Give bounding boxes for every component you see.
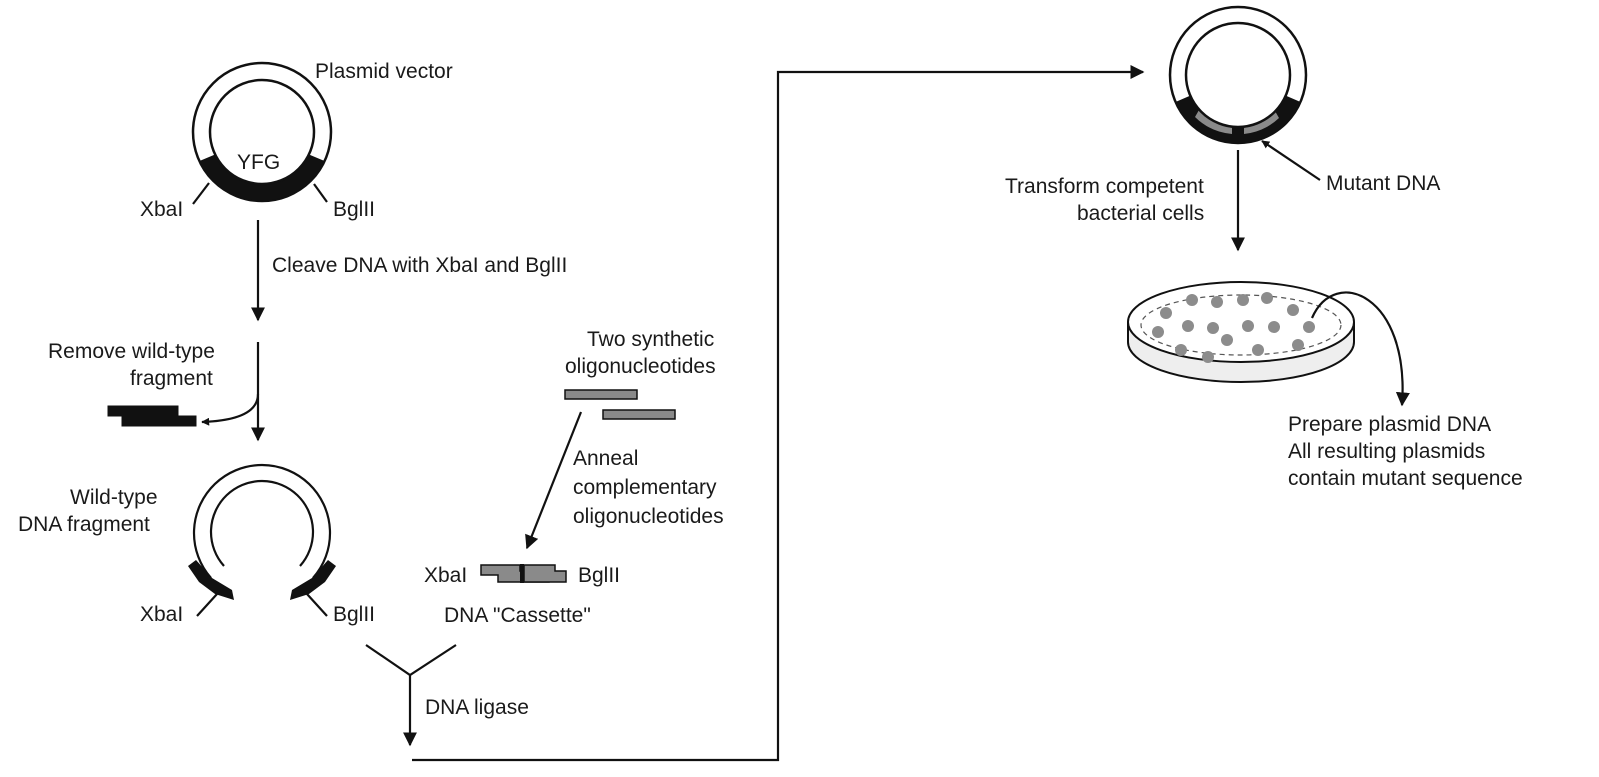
prepare-label-line1: Prepare plasmid DNA [1288,413,1491,436]
mutant-plasmid [1168,5,1308,145]
bglii3-label: BglII [578,564,620,587]
cleave-label: Cleave DNA with XbaI and BglII [272,254,567,277]
remove-curve-arrow [201,393,260,426]
plasmid-vector: YFG Plasmid vector XbaI BglII [140,60,453,221]
bglii2-leader [306,593,328,617]
plasmid-inner-ring [208,78,316,186]
mutant-inner-ring [1184,21,1292,129]
bglii-label: BglII [333,198,375,221]
mutant-dna-label: Mutant DNA [1326,172,1440,195]
prepare-label-line2: All resulting plasmids [1288,440,1485,463]
cut-plasmid-inner-arc [209,479,315,567]
colony [1182,320,1194,332]
mutant-insert [1175,93,1301,144]
colony [1237,294,1249,306]
colony [1186,294,1198,306]
yfg-insert [199,152,325,201]
oligonucleotides [564,389,676,420]
dna-cassette [480,564,567,583]
colony [1303,321,1315,333]
colony [1207,322,1219,334]
prepare-label-line3: contain mutant sequence [1288,467,1523,490]
ligation-join [365,644,457,677]
two-synthetic-label-line1: Two synthetic [587,328,714,351]
bglii2-label: BglII [333,603,375,626]
xbai2-leader [196,593,218,617]
xbai2-label: XbaI [140,603,183,626]
xbai-label: XbaI [140,198,183,221]
colony [1242,320,1254,332]
colony [1292,339,1304,351]
colony [1252,344,1264,356]
anneal-label-line3: oligonucleotides [573,505,724,528]
wildtype-label-line2: DNA fragment [18,513,150,536]
mutant-dna-pointer [1261,140,1321,181]
oligo-bottom [602,409,676,420]
transform-label-line2: bacterial cells [1077,202,1204,225]
xbai-leader [192,182,210,205]
colony [1175,344,1187,356]
colony [1211,296,1223,308]
oligo-top [564,389,638,400]
petri-dish [1127,281,1355,383]
remove-label-line1: Remove wild-type [48,340,215,363]
colony [1287,304,1299,316]
colony [1202,351,1214,363]
cut-end-right [290,560,336,600]
transform-label-line1: Transform competent [1005,175,1204,198]
anneal-label-line2: complementary [573,476,717,499]
cut-end-left [188,560,234,600]
cassette-right-half [523,564,567,583]
two-synthetic-label-line2: oligonucleotides [565,355,716,378]
yfg-label: YFG [237,151,280,174]
colony [1152,326,1164,338]
colony [1221,334,1233,346]
bglii-leader [313,183,328,203]
plasmid-vector-label: Plasmid vector [315,60,453,83]
anneal-arrow [525,411,583,550]
connector-arrow [412,65,1145,762]
wildtype-label-line1: Wild-type [70,486,158,509]
xbai3-label: XbaI [424,564,467,587]
remove-label-line2: fragment [130,367,213,390]
cut-plasmid: Wild-type DNA fragment XbaI BglII [18,463,375,626]
fragment-strand-bottom [121,415,197,427]
cut-plasmid-outer-arc [192,463,332,579]
anneal-label-line1: Anneal [573,447,638,470]
ligase-label: DNA ligase [425,696,529,719]
dish-rim [1127,281,1355,363]
colony [1268,321,1280,333]
fragment-strand-top [107,405,179,417]
colony [1261,292,1273,304]
colony [1160,307,1172,319]
prepare-arrow [1310,291,1410,407]
colonies [1152,292,1315,363]
cassette-label: DNA "Cassette" [444,604,591,627]
wildtype-fragment [107,405,197,427]
